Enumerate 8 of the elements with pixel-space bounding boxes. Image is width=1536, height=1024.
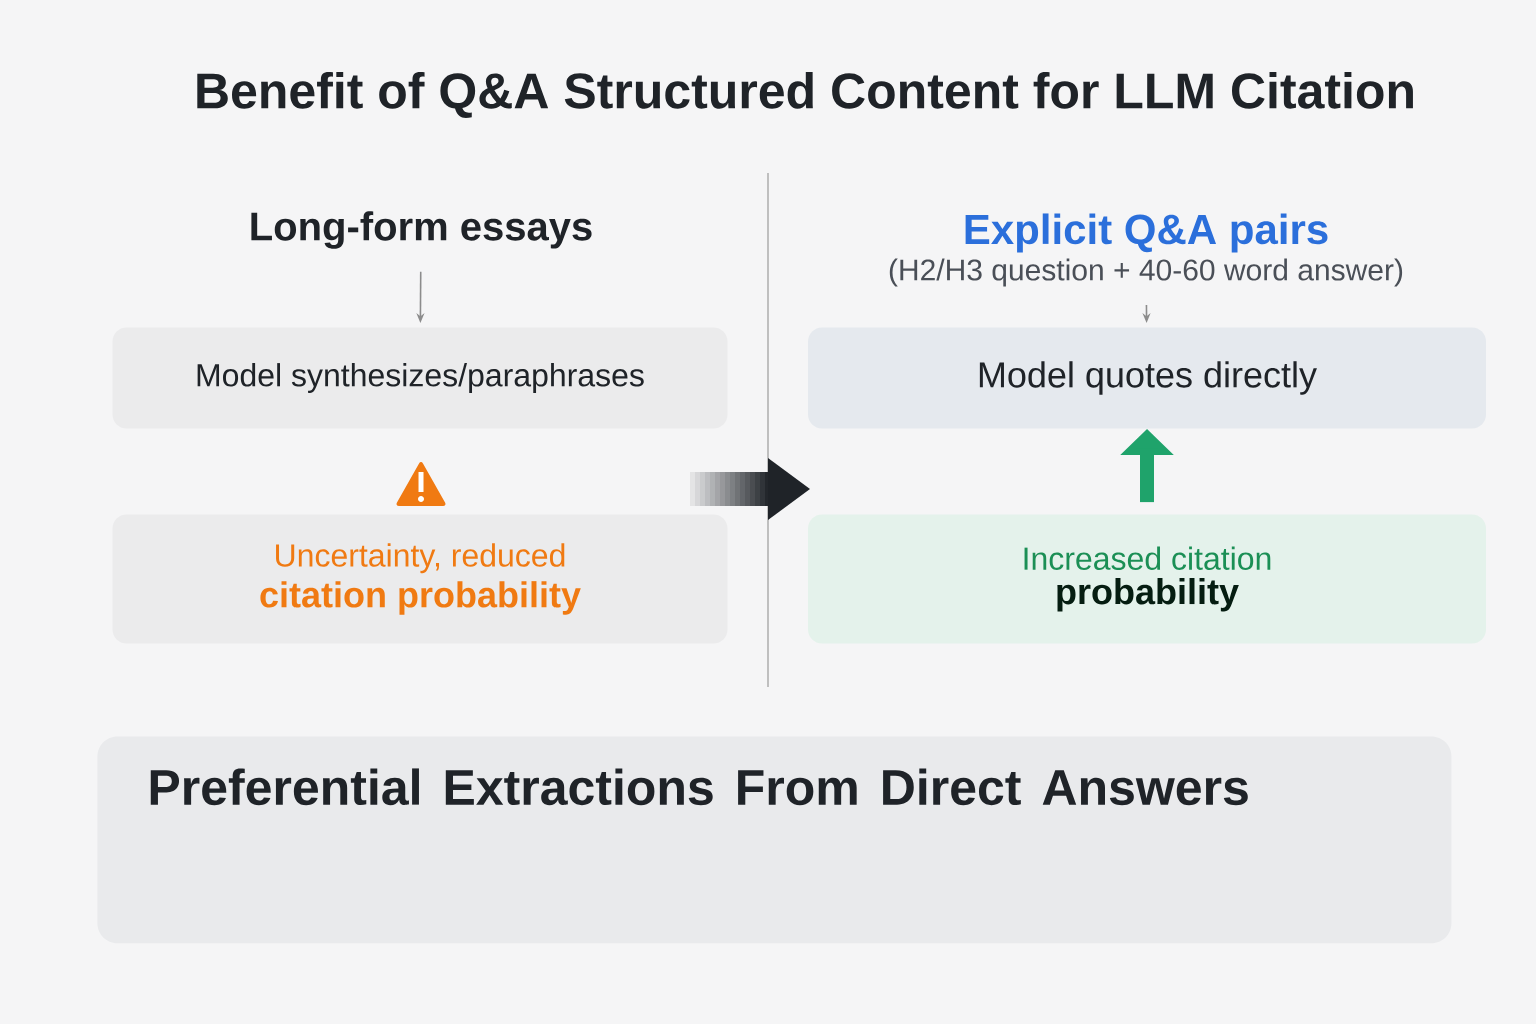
process-box: Model synthesizes/paraphrases (112, 327, 728, 429)
column-heading: Long-form essays (251, 211, 592, 249)
result-box: Increased citation probability (808, 514, 1486, 644)
process-box: Model quotes directly (808, 327, 1486, 429)
column-heading: Explicit Q&A pairs (H2/H3 question + 40-60 word answer) (889, 213, 1403, 287)
summary-panel: Preferential Extractions From Direct Answers (97, 736, 1452, 944)
result-box: Uncertainty, reduced citation probability (112, 514, 728, 644)
title: Benefit of Q&A Structured Content for LLM Citation (197, 71, 1413, 119)
